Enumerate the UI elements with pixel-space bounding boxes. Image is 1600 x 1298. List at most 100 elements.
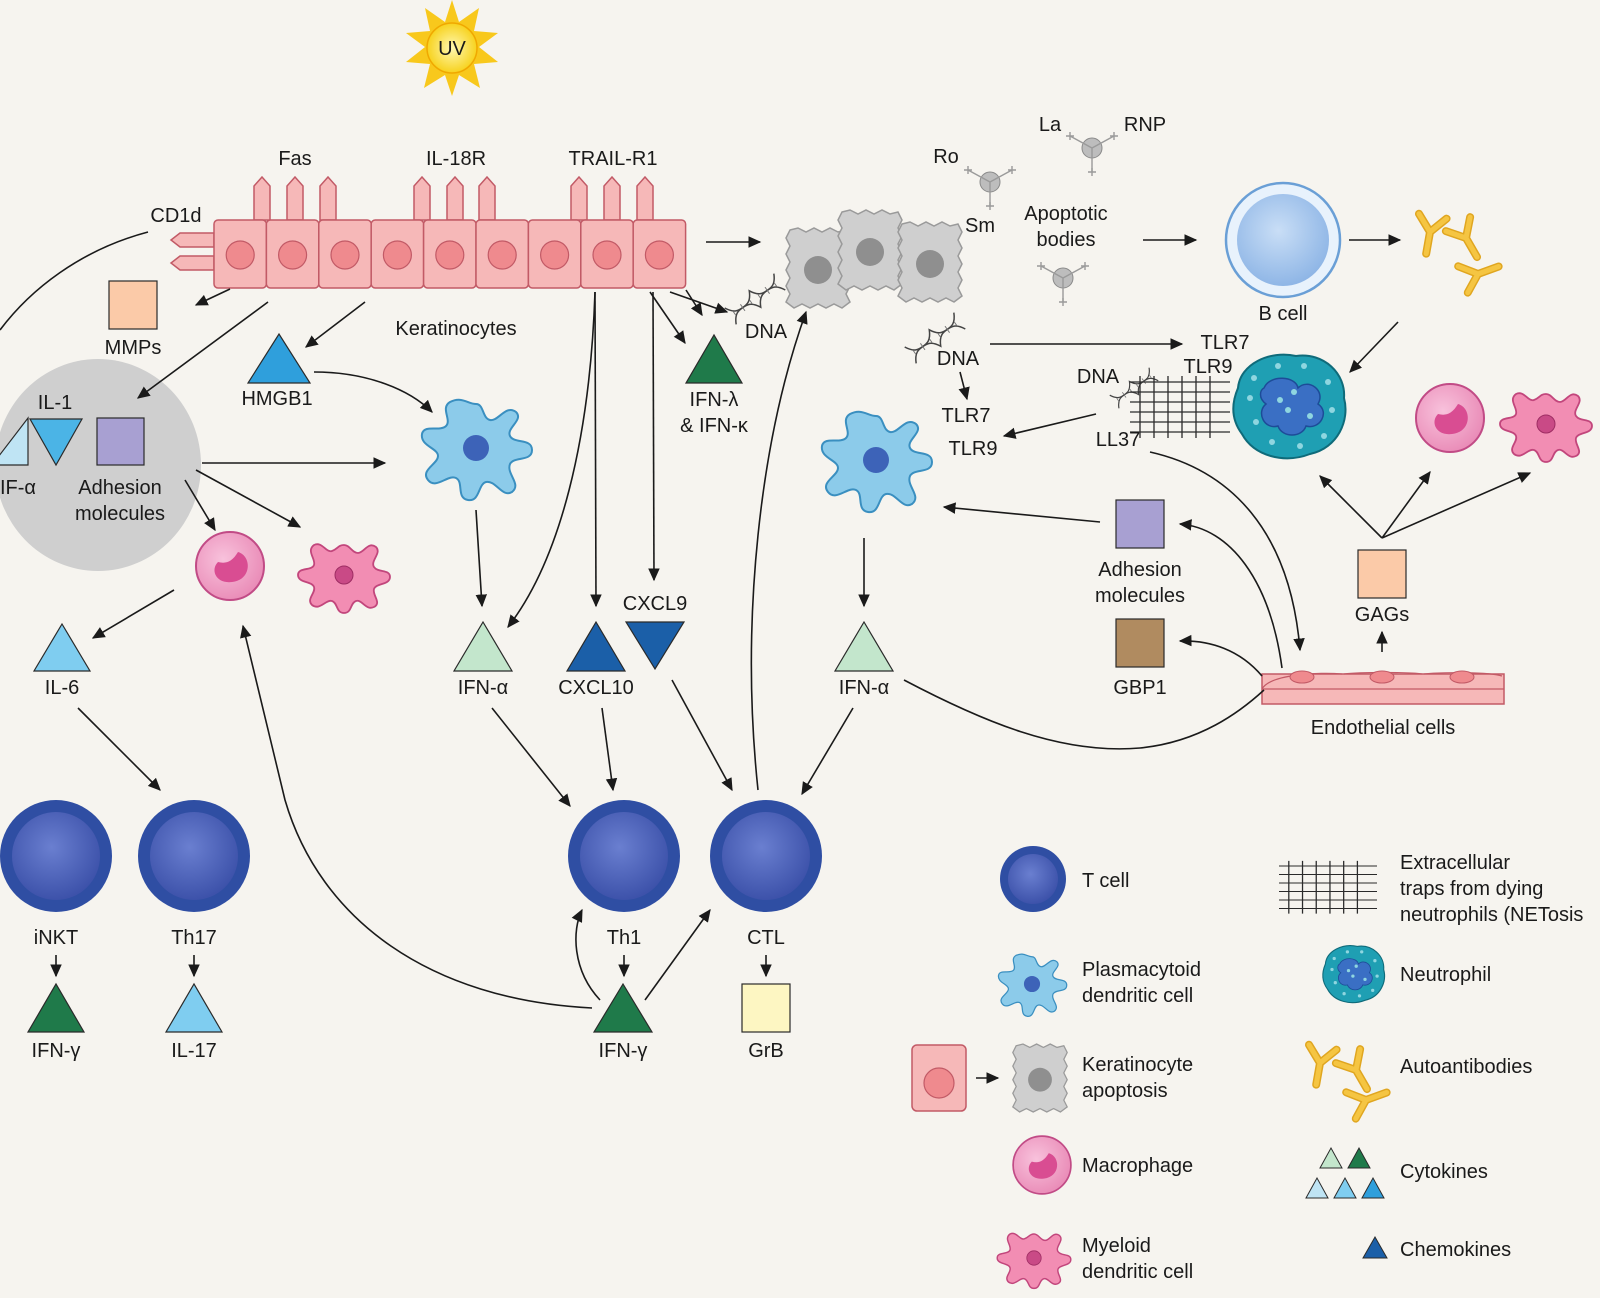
mmps-square xyxy=(108,280,158,330)
keratinocyte-nucleus xyxy=(487,240,517,270)
ifn-alpha-right-triangle xyxy=(833,620,895,672)
ro-sm-antigen xyxy=(963,165,1017,211)
adhesion-molecules-right-square xyxy=(1115,499,1165,549)
label-ctl: CTL xyxy=(747,927,785,949)
cxcl10-triangle xyxy=(565,620,627,672)
endothelial-cells xyxy=(1261,670,1505,705)
uv-label: UV xyxy=(438,38,466,60)
label-fas: Fas xyxy=(278,148,311,170)
cxcl9-triangle xyxy=(624,621,686,671)
legend-chemokines-label: Chemokines xyxy=(1400,1239,1511,1261)
label-th17: Th17 xyxy=(171,927,217,949)
keratinocyte-nucleus xyxy=(592,240,622,270)
label-rnp: RNP xyxy=(1124,114,1166,136)
label-dna-mid: DNA xyxy=(937,348,980,370)
label-gbp1: GBP1 xyxy=(1113,677,1166,699)
label-adhesion-left-1: Adhesion xyxy=(78,477,161,499)
grb-square xyxy=(741,983,791,1033)
legend-apoptosis-label-2: apoptosis xyxy=(1082,1080,1168,1102)
keratinocyte-cells xyxy=(213,219,687,289)
macrophage-right xyxy=(1415,383,1485,453)
legend-macrophage-icon xyxy=(1012,1135,1072,1195)
label-dna-top: DNA xyxy=(745,321,788,343)
label-ifn-gamma-left: IFN-γ xyxy=(32,1040,81,1062)
ifn-lambda-triangle xyxy=(684,333,744,384)
legend-autoantibody-icon-2 xyxy=(1336,1049,1379,1096)
legend-apoptosis-icon xyxy=(1012,1043,1068,1113)
ifn-gamma-left-triangle xyxy=(26,982,86,1033)
label-ifn-alpha-mid: IFN-α xyxy=(458,677,508,699)
label-ifn-lambda-1: IFN-λ xyxy=(690,389,739,411)
b-cell xyxy=(1224,181,1342,299)
legend-nets-icon xyxy=(1278,860,1378,915)
autoantibody-3 xyxy=(1458,253,1503,292)
legend-mdc-icon xyxy=(996,1232,1072,1290)
legend-apoptosis-label-1: Keratinocyte xyxy=(1082,1054,1193,1076)
label-gags: GAGs xyxy=(1355,604,1409,626)
label-ro: Ro xyxy=(933,146,959,168)
apoptotic-keratinocyte-2 xyxy=(837,209,903,291)
label-ll37: LL37 xyxy=(1096,429,1141,451)
label-ifn-gamma-mid: IFN-γ xyxy=(599,1040,648,1062)
legend-pdc-label-1: Plasmacytoid xyxy=(1082,959,1201,981)
il6-triangle xyxy=(32,622,92,672)
legend-cytokines-label: Cytokines xyxy=(1400,1161,1488,1183)
label-ifn-lambda-2: & IFN-κ xyxy=(680,415,749,437)
neutrophil-extracellular-trap xyxy=(1129,375,1231,439)
legend-autoantibodies-label: Autoantibodies xyxy=(1400,1056,1532,1078)
label-endothelial: Endothelial cells xyxy=(1311,717,1456,739)
label-tlr7-left: TLR7 xyxy=(942,405,991,427)
legend-keratinocyte-icon xyxy=(911,1044,967,1112)
autoantibody-2 xyxy=(1446,217,1489,264)
label-il18r: IL-18R xyxy=(426,148,486,170)
il1-triangle xyxy=(28,418,84,467)
legend-cytokines-icon xyxy=(1305,1146,1385,1199)
receptor-il18r xyxy=(413,175,496,221)
legend-neutrophil-icon xyxy=(1322,945,1386,1004)
legend-mdc-label-2: dendritic cell xyxy=(1082,1261,1193,1283)
label-adhesion-right-2: molecules xyxy=(1095,585,1185,607)
legend-macrophage-label: Macrophage xyxy=(1082,1155,1193,1177)
plasmacytoid-dc-right xyxy=(820,410,933,514)
legend-nets-label-1: Extracellular xyxy=(1400,852,1510,874)
label-tlr9-left: TLR9 xyxy=(949,438,998,460)
receptor-cd1d xyxy=(169,232,215,271)
arrows xyxy=(0,231,1532,1009)
label-cd1d: CD1d xyxy=(150,205,201,227)
legend-t-cell-label: T cell xyxy=(1082,870,1129,892)
label-sm: Sm xyxy=(965,215,995,237)
ctl-cell xyxy=(710,800,822,912)
th17-cell xyxy=(138,800,250,912)
keratinocyte-nucleus xyxy=(330,240,360,270)
keratinocyte-nucleus xyxy=(382,240,412,270)
label-cxcl9: CXCL9 xyxy=(623,593,687,615)
legend-t-cell-icon xyxy=(1000,846,1066,912)
label-keratinocytes: Keratinocytes xyxy=(395,318,516,340)
apoptotic-body-antigen xyxy=(1036,261,1090,307)
gags-square xyxy=(1357,549,1407,599)
label-trail-r1: TRAIL-R1 xyxy=(569,148,658,170)
label-inkt: iNKT xyxy=(34,927,78,949)
label-grb: GrB xyxy=(748,1040,784,1062)
label-ifn-alpha-right: IFN-α xyxy=(839,677,889,699)
keratinocyte-nucleus xyxy=(539,240,570,270)
myeloid-dc-right xyxy=(1499,392,1593,463)
uv-sun: UV xyxy=(406,0,498,96)
keratinocyte-nucleus xyxy=(225,240,255,270)
myeloid-dc-left xyxy=(297,543,391,614)
label-la: La xyxy=(1039,114,1062,136)
label-apoptotic-bodies-1: Apoptotic xyxy=(1024,203,1107,225)
legend-mdc-label-1: Myeloid xyxy=(1082,1235,1151,1257)
inkt-cell xyxy=(0,800,112,912)
th1-cell xyxy=(568,800,680,912)
label-il6: IL-6 xyxy=(45,677,79,699)
ifn-alpha-mid-triangle xyxy=(452,620,514,672)
legend-pdc-label-2: dendritic cell xyxy=(1082,985,1193,1007)
keratinocyte-nucleus xyxy=(278,240,308,270)
legend-pdc-icon xyxy=(997,953,1068,1017)
label-mmps: MMPs xyxy=(105,337,162,359)
label-tnf-alpha: IF-α xyxy=(0,477,36,499)
label-adhesion-left-2: molecules xyxy=(75,503,165,525)
macrophage-left xyxy=(195,531,265,601)
